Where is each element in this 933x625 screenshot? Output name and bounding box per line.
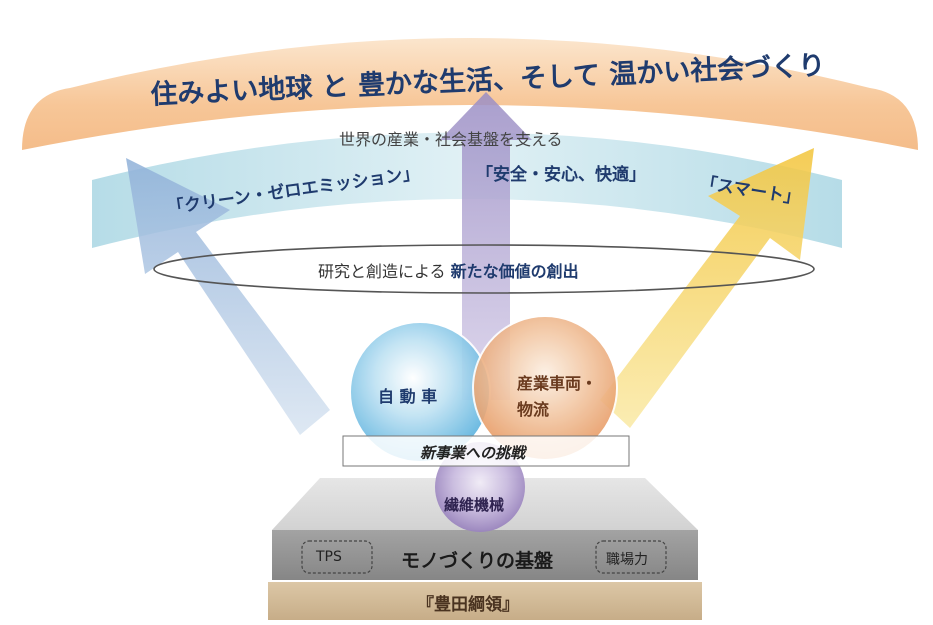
- workplace-tag-box: [595, 540, 667, 574]
- platform-front: [272, 530, 698, 580]
- new-business-label: 新事業への挑戦: [420, 444, 526, 462]
- base-block: [268, 582, 702, 620]
- research-caption: 研究と創造による 新たな価値の創出: [318, 258, 579, 282]
- research-ellipse: [153, 244, 815, 294]
- industrial-label-line1: 産業車両・: [517, 374, 598, 393]
- textile-label: 繊維機械: [444, 496, 505, 514]
- vision-arc: [22, 38, 918, 150]
- tps-tag: TPS: [316, 549, 342, 565]
- arrow-smart: [600, 148, 814, 428]
- arrow-clean: [126, 158, 330, 435]
- new-business-box: [342, 435, 630, 467]
- industrial-label-line2: 物流: [517, 400, 550, 419]
- research-emphasis: 新たな価値の創出: [450, 262, 579, 281]
- tps-tag-box: [301, 540, 373, 574]
- workplace-tag: 職場力: [606, 552, 648, 568]
- keyword-safety: 「安全・安心、快適」: [476, 165, 646, 185]
- foundation-title: モノづくりの基盤: [401, 550, 554, 572]
- automotive-label: 自 動 車: [378, 387, 438, 406]
- base-title: 『豊田綱領』: [417, 595, 519, 615]
- arrow-safety: [440, 92, 532, 400]
- research-prefix: 研究と創造による: [318, 262, 451, 281]
- support-caption: 世界の産業・社会基盤を支える: [339, 130, 563, 149]
